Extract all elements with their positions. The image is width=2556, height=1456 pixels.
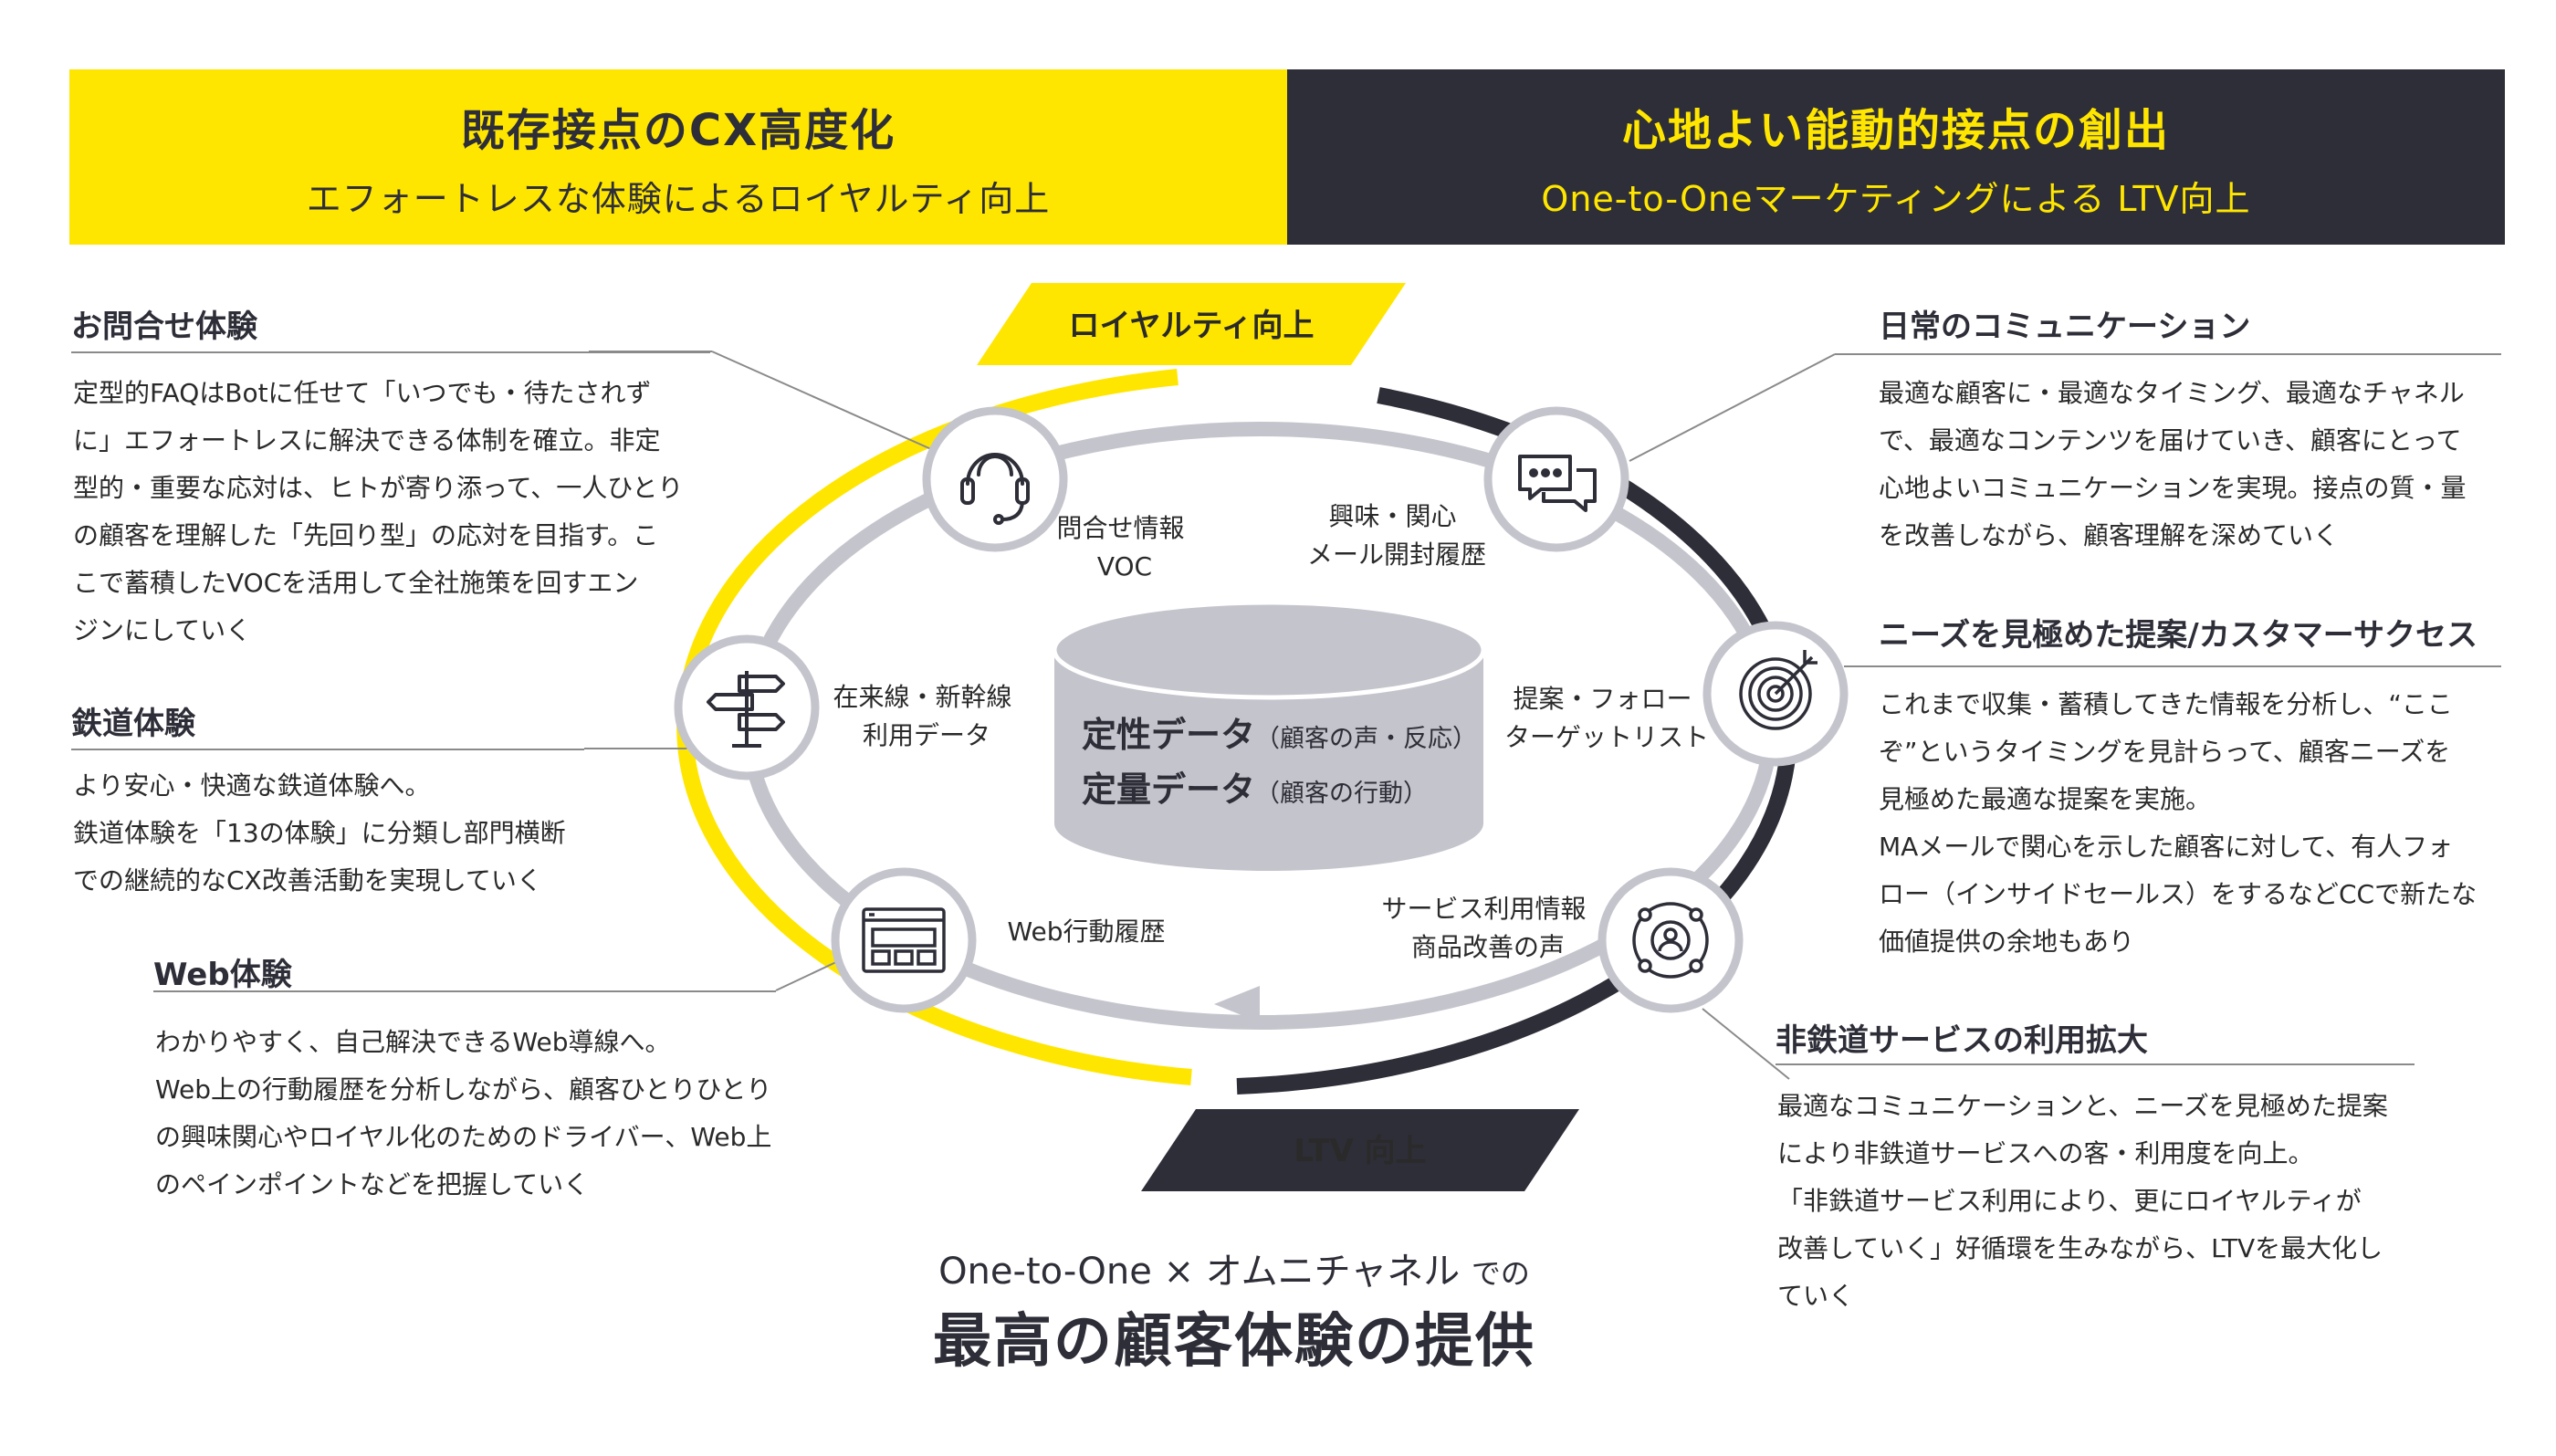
section-inquiry-line: こで蓄積したVOCを活用して全社施策を回すエン [73, 568, 639, 598]
node-service-label: サービス利用情報 商品改善の声 [1382, 894, 1595, 962]
banner-left-title: 既存接点のCX高度化 [460, 104, 896, 156]
section-nonrail-line: 「非鉄道サービス利用により、更にロイヤルティが [1777, 1186, 2362, 1216]
section-nonrail-line: ていく [1777, 1281, 1855, 1311]
section-daily-line: で、最適なコンテンツを届けていき、顧客にとって [1879, 425, 2462, 456]
headset-icon [960, 453, 1030, 525]
connector-inquiry [711, 351, 932, 450]
section-inquiry-line: ジンにしていく [73, 615, 252, 645]
bottom-sub-de: での [1471, 1256, 1530, 1291]
signpost-icon [707, 671, 785, 748]
badge-ltv-shape [1141, 1109, 1579, 1191]
db-line2-small: （顧客の行動） [1255, 780, 1428, 808]
section-web-line: わかりやすく、自己解決できるWeb導線へ。 [155, 1027, 671, 1057]
section-needs-line: ぞ”というタイミングを見計らって、顧客ニーズを [1879, 737, 2451, 767]
section-daily-divider [1835, 353, 2501, 355]
section-daily-body: 最適な顧客に・最適なタイミング、最適なチャネル で、最適なコンテンツを届けていき… [1879, 370, 2509, 560]
section-nonrail-line: 最適なコミュニケーションと、ニーズを見極めた提案 [1777, 1091, 2388, 1121]
db-line1: 定性データ（顧客の声・反応） [1082, 715, 1477, 755]
node-proposal-label: 提案・フォロー ターゲットリスト [1504, 684, 1709, 752]
browser-window-icon [862, 907, 946, 973]
section-inquiry-line: 型的・重要な応対は、ヒトが寄り添って、一人ひとり [73, 473, 684, 503]
node-railway-label: 在来線・新幹線 利用データ [833, 682, 1021, 750]
node-inquiry-label: 問合せ情報 VOC [1057, 513, 1193, 581]
user-network-icon [1632, 902, 1709, 979]
node-headset [922, 406, 1068, 552]
node-browser [831, 867, 977, 1013]
chat-bubbles-icon [1518, 455, 1597, 512]
db-line2: 定量データ（顧客の行動） [1082, 770, 1428, 810]
bottom-subtitle: One-to-One × オムニチャネル での [0, 1241, 2512, 1294]
db-line1-small: （顧客の声・反応） [1255, 725, 1477, 753]
section-needs-line: 見極めた最適な提案を実施。 [1879, 784, 2212, 814]
section-nonrail-divider-main [1776, 1063, 2415, 1065]
section-railway-line: より安心・快適な鉄道体験へ。 [73, 770, 431, 801]
section-web-body: わかりやすく、自己解決できるWeb導線へ。 Web上の行動履歴を分析しながら、顧… [155, 1019, 849, 1209]
section-needs-line: これまで収集・蓄積してきた情報を分析し、“ここ [1879, 689, 2453, 719]
section-web-line: の興味関心やロイヤル化のためのドライバー、Web上 [155, 1122, 772, 1152]
section-needs-title: ニーズを見極めた提案/カスタマーサクセス [1879, 617, 2478, 654]
node-signpost [674, 634, 820, 780]
section-daily-title: 日常のコミュニケーション [1879, 309, 2251, 345]
badge-loyalty-shape [977, 283, 1406, 365]
bottom-headline: 最高の顧客体験の提供 [933, 1308, 1535, 1376]
banner-right-subtitle: One-to-Oneマーケティングによる LTV向上 [1541, 178, 2251, 219]
banner-cx-enhancement: 既存接点のCX高度化 エフォートレスな体験によるロイヤルティ向上 [69, 69, 1287, 245]
connector-nonrail [1702, 1008, 1790, 1080]
section-inquiry-divider [71, 351, 710, 353]
bottom-sub-omnichannel: オムニチャネル [1205, 1251, 1461, 1293]
target-icon [1739, 650, 1817, 730]
section-nonrail-line: 改善していく」好循環を生みながら、LTVを最大化し [1777, 1233, 2383, 1263]
cycle-arrowhead [1214, 986, 1260, 1022]
section-web-divider [153, 990, 776, 992]
db-line1-bold: 定性データ [1082, 715, 1255, 755]
section-inquiry-line: 定型的FAQはBotに任せて「いつでも・待たされず [73, 378, 652, 408]
section-needs-body: これまで収集・蓄積してきた情報を分析し、“ここ ぞ”というタイミングを見計らって… [1879, 681, 2518, 966]
section-railway-line: 鉄道体験を「13の体験」に分類し部門横断 [73, 818, 566, 848]
section-inquiry-line: の顧客を理解した「先回り型」の応対を目指す。こ [73, 520, 659, 550]
banner-right-title: 心地よい能動的接点の創出 [1621, 104, 2170, 156]
section-nonrail-title: 非鉄道サービスの利用拡大 [1776, 1022, 2148, 1059]
bottom-sub-one-to-one: One-to-One [938, 1251, 1152, 1293]
connector-daily [1629, 353, 1836, 462]
section-needs-line: 価値提供の余地もあり [1879, 927, 2135, 957]
banner-left-subtitle: エフォートレスな体験によるロイヤルティ向上 [306, 178, 1051, 219]
node-web-label: Web行動履歴 [1007, 917, 1165, 947]
section-railway-body: より安心・快適な鉄道体験へ。 鉄道体験を「13の体験」に分類し部門横断 での継続… [73, 762, 657, 905]
section-railway-line: での継続的なCX改善活動を実現していく [73, 865, 542, 896]
badge-ltv-label: LTV 向上 [1294, 1133, 1426, 1169]
section-inquiry-line: に」エフォートレスに解決できる体制を確立。非定 [73, 425, 661, 456]
section-railway-divider [71, 749, 584, 750]
badge-loyalty-label: ロイヤルティ向上 [1069, 308, 1315, 344]
bottom-sub-cross: × [1163, 1251, 1195, 1293]
section-web-title: Web体験 [153, 957, 292, 993]
section-daily-line: 心地よいコミュニケーションを実現。接点の質・量 [1879, 473, 2467, 503]
section-web-line: Web上の行動履歴を分析しながら、顧客ひとりひとり [155, 1074, 772, 1105]
section-needs-line: ロー（インサイドセールス）をするなどCCで新たな [1879, 879, 2477, 909]
database-cylinder-icon [1052, 600, 1486, 871]
section-web-line: のペインポイントなどを把握していく [155, 1169, 590, 1199]
section-daily-line: を改善しながら、顧客理解を深めていく [1879, 520, 2340, 550]
banner-active-touchpoints: 心地よい能動的接点の創出 One-to-Oneマーケティングによる LTV向上 [1287, 69, 2505, 245]
section-inquiry-body: 定型的FAQはBotに任せて「いつでも・待たされず に」エフォートレスに解決でき… [73, 370, 712, 655]
section-daily-line: 最適な顧客に・最適なタイミング、最適なチャネル [1879, 378, 2465, 408]
section-railway-title: 鉄道体験 [71, 706, 195, 742]
section-nonrail-body: 最適なコミュニケーションと、ニーズを見極めた提案 により非鉄道サービスへの客・利… [1777, 1083, 2471, 1320]
node-interest-label: 興味・関心 メール開封履歴 [1307, 501, 1486, 570]
node-target [1702, 621, 1849, 767]
section-nonrail-line: により非鉄道サービスへの客・利用度を向上。 [1777, 1138, 2314, 1168]
node-user-network [1598, 867, 1744, 1013]
section-needs-line: MAメールで関心を示した顧客に対して、有人フォ [1879, 832, 2454, 862]
section-needs-divider [1844, 665, 2501, 667]
section-inquiry-title: お問合せ体験 [71, 309, 257, 345]
node-chat [1483, 406, 1629, 552]
db-line2-bold: 定量データ [1082, 770, 1255, 810]
